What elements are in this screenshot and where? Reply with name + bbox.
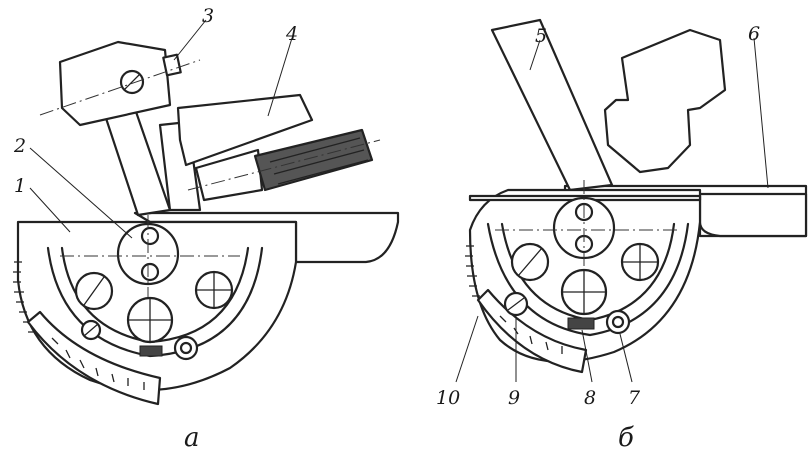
callout-8: 8 bbox=[584, 387, 596, 409]
handle-body bbox=[194, 148, 264, 202]
screw-8 bbox=[567, 317, 595, 330]
callout-1: 1 bbox=[14, 175, 26, 197]
callout-3: 3 bbox=[202, 5, 214, 27]
callout-9: 9 bbox=[508, 387, 520, 409]
t-block bbox=[603, 28, 727, 174]
lock-screw-a2 bbox=[139, 345, 163, 357]
arm-5 bbox=[490, 18, 614, 192]
knurled-handle bbox=[253, 128, 374, 192]
caption-b: б bbox=[618, 423, 634, 453]
screw-3 bbox=[162, 53, 182, 77]
callout-7: 7 bbox=[628, 387, 641, 409]
callout-6: 6 bbox=[748, 23, 760, 45]
arc-slot-b bbox=[486, 222, 690, 337]
callout-10: 10 bbox=[436, 387, 460, 409]
callout-4: 4 bbox=[285, 23, 298, 45]
view-a bbox=[13, 19, 400, 406]
caption-a: а bbox=[184, 423, 200, 453]
vernier-a bbox=[26, 310, 162, 406]
scale-ticks-b bbox=[465, 245, 480, 297]
clamp-block bbox=[58, 40, 172, 127]
callout-2: 2 bbox=[13, 135, 26, 157]
view-b bbox=[455, 18, 808, 383]
bracket-4 bbox=[176, 93, 314, 167]
callout-5: 5 bbox=[535, 25, 547, 47]
